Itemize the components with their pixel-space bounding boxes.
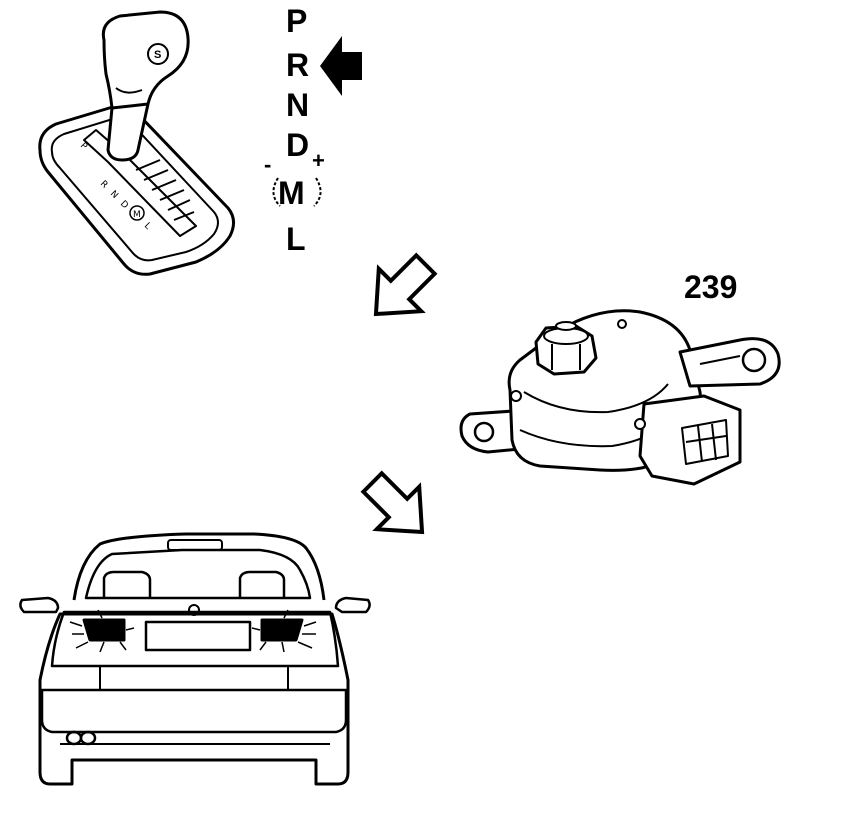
car-taillight-right (260, 618, 304, 642)
lamp-glow-lines (69, 609, 317, 653)
flow-arrow-down-left-icon-1 (373, 252, 438, 317)
flow-arrow-down-left-icon-2 (360, 470, 425, 535)
car-roof-outline (72, 532, 326, 601)
gear-d: D (286, 127, 309, 163)
inhibitor-switch-illustration (459, 309, 781, 486)
gate-labels: P R N D M L (78, 141, 153, 232)
car-brake-light (167, 539, 223, 551)
gate-label-n: N (108, 189, 120, 201)
car-mirror-left (19, 596, 60, 614)
manual-bracket-right (313, 177, 322, 207)
selected-gear-arrow-icon (320, 36, 362, 96)
car-taillight-left (82, 618, 126, 642)
gate-ridges (135, 159, 195, 221)
knob-badge-text: S (154, 49, 161, 61)
gear-p: P (286, 3, 307, 39)
gear-l: L (286, 221, 306, 257)
car-exhaust-icon (65, 730, 97, 746)
car-badge-icon (188, 604, 200, 616)
gate-label-p: P (78, 141, 89, 152)
car-rear-window (84, 548, 312, 600)
gear-selector-list: P R N D - + M L (264, 3, 325, 257)
car-trunk-lid (50, 610, 340, 668)
car-headrest-left (102, 570, 152, 598)
gate-label-m-ring (129, 205, 145, 221)
shift-lever-shaft (106, 103, 150, 162)
gear-n: N (286, 87, 309, 123)
gate-label-r: R (98, 179, 110, 191)
car-rear-illustration (19, 532, 371, 786)
car-headrest-right (238, 570, 286, 598)
gear-m: M (278, 175, 305, 211)
gear-r: R (286, 47, 309, 83)
gate-label-m: M (133, 210, 141, 220)
car-license-plate (144, 620, 252, 652)
car-body-outline (38, 612, 350, 786)
shift-knob (101, 10, 190, 110)
manual-bracket-left (272, 177, 281, 207)
car-mirror-right (334, 596, 371, 614)
gear-plus: + (312, 148, 325, 173)
knob-button-icon (147, 43, 169, 65)
part-number-label: 239 (684, 269, 737, 305)
gear-shifter-illustration (38, 10, 235, 276)
gate-label-l: L (142, 221, 153, 232)
gear-minus: - (264, 152, 271, 177)
car-rear-bumper (40, 688, 348, 734)
